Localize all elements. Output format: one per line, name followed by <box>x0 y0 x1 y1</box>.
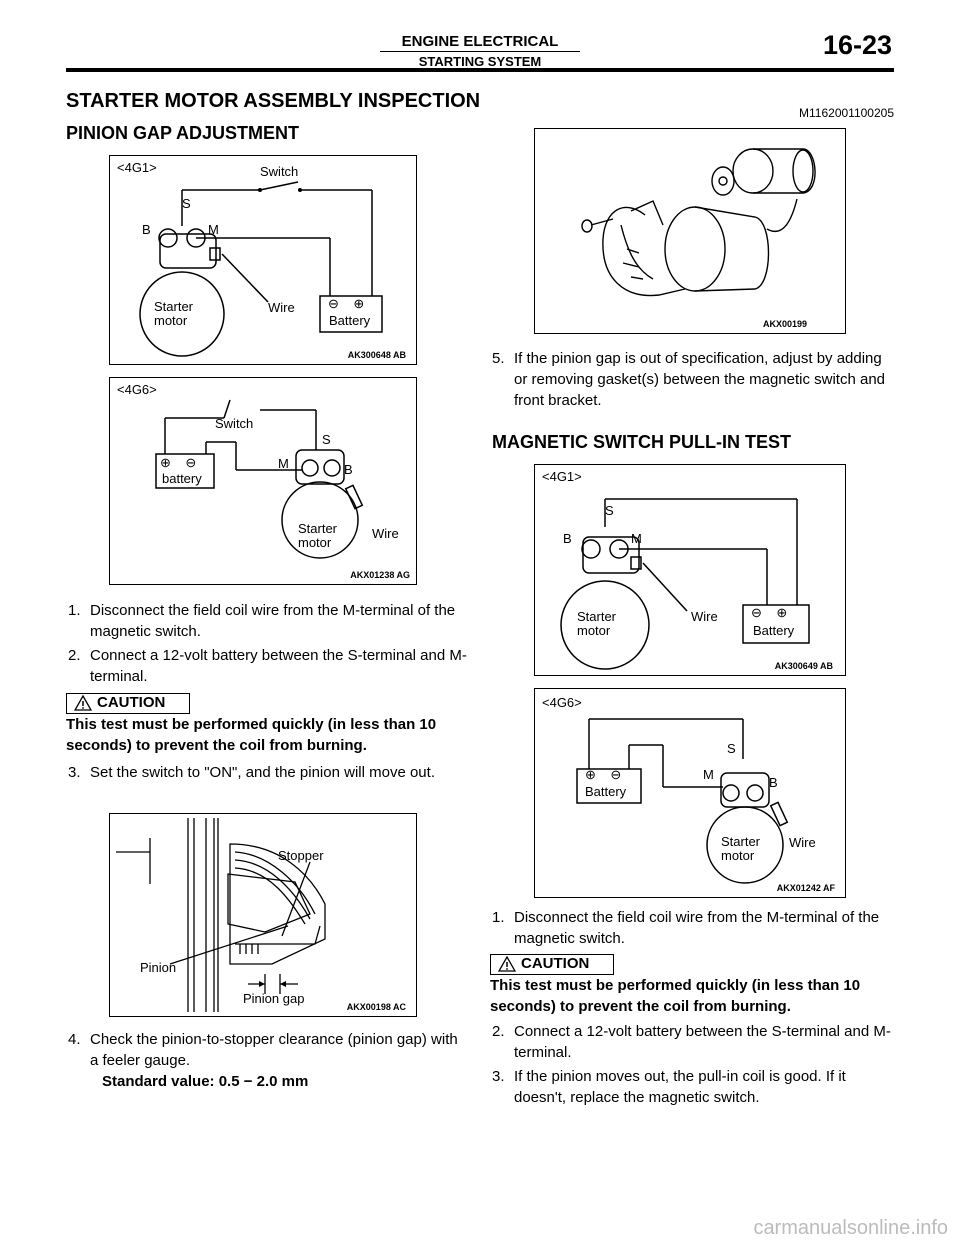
fig2-s-terminal: S <box>322 432 331 447</box>
fig6-s-terminal: S <box>727 741 736 756</box>
fig5-m-terminal: M <box>631 531 642 546</box>
fig5-wire-label: Wire <box>691 609 718 624</box>
right-step-2: 2. Connect a 12-volt battery between the… <box>492 1023 891 1061</box>
fig2-starter-label: Starter <box>298 521 338 536</box>
fig5-b-terminal: B <box>563 531 572 546</box>
left-step-4: 4. Check the pinion-to-stopper clearance… <box>68 1031 458 1069</box>
fig1-motor-label: motor <box>154 313 188 328</box>
right-caution-text: This test must be performed quickly (in … <box>490 977 861 1015</box>
header-divider <box>66 68 894 72</box>
fig1-battery-label: Battery <box>329 313 371 328</box>
figure-4g6-pullin-circuit: <4G6> S M B ⊕ ⊖ Battery Starter motor Wi… <box>534 688 846 898</box>
fig1-switch-label: Switch <box>260 164 299 179</box>
fig6-starter-label: Starter <box>721 834 761 849</box>
right-step-1: 1. Disconnect the field coil wire from t… <box>492 909 880 947</box>
left-step-2: 2. Connect a 12-volt battery between the… <box>68 647 467 685</box>
left-subtitle: PINION GAP ADJUSTMENT <box>66 123 300 143</box>
left-caution-badge: CAUTION <box>66 693 190 714</box>
fig6-battery-label: Battery <box>585 784 627 799</box>
fig2-m-terminal: M <box>278 456 289 471</box>
right-step-3: 3. If the pinion moves out, the pull-in … <box>492 1068 846 1106</box>
header-subtitle: STARTING SYSTEM <box>418 54 542 69</box>
right-step-5: 5. If the pinion gap is out of specifica… <box>492 350 886 409</box>
section-title: STARTER MOTOR ASSEMBLY INSPECTION <box>66 90 481 112</box>
left-step-1: 1. Disconnect the field coil wire from t… <box>68 602 456 640</box>
fig1-id: AK300648 AB <box>347 350 406 360</box>
fig6-variant: <4G6> <box>542 695 582 710</box>
fig5-variant: <4G1> <box>542 469 582 484</box>
fig2-wire-label: Wire <box>372 526 399 541</box>
fig6-wire-label: Wire <box>789 835 816 850</box>
standard-value: Standard value: 0.5 − 2.0 mm <box>102 1073 309 1090</box>
fig6-id: AKX01242 AF <box>776 883 835 893</box>
fig1-s-terminal: S <box>182 196 191 211</box>
fig5-id: AK300649 AB <box>774 661 833 671</box>
figure-4g1-pinion-circuit: <4G1> Switch S B M Starter motor Wire ⊖ … <box>109 155 417 365</box>
fig3-id: AKX00198 AC <box>346 1002 406 1012</box>
fig6-b-terminal: B <box>769 775 778 790</box>
header-divider-short <box>380 51 580 52</box>
fig4-id: AKX00199 <box>762 319 807 329</box>
watermark: carmanualsonline.info <box>753 1217 948 1239</box>
warning-icon <box>498 956 516 972</box>
fig3-pinion-label: Pinion <box>140 960 177 975</box>
fig2-b-terminal: B <box>344 462 353 477</box>
warning-icon <box>74 695 92 711</box>
fig2-motor-label: motor <box>298 535 332 550</box>
figure-4g1-pullin-circuit: <4G1> S B M Starter motor Wire ⊖ ⊕ Batte… <box>534 464 846 676</box>
left-caution-text: This test must be performed quickly (in … <box>66 716 437 754</box>
fig2-battery-label: battery <box>162 471 202 486</box>
fig1-m-terminal: M <box>208 222 219 237</box>
figure-starter-exploded: AKX00199 <box>534 128 846 334</box>
fig2-switch-label: Switch <box>215 416 254 431</box>
fig6-m-terminal: M <box>703 767 714 782</box>
fig2-id: AKX01238 AG <box>350 570 410 580</box>
header-title: ENGINE ELECTRICAL <box>401 33 559 50</box>
fig1-b-terminal: B <box>142 222 151 237</box>
figure-4g6-pinion-circuit: <4G6> Switch S M B ⊕ ⊖ battery Starter m… <box>109 377 417 585</box>
fig1-wire-label: Wire <box>268 300 295 315</box>
fig5-s-terminal: S <box>605 503 614 518</box>
section-code: M1162001100205 <box>799 106 894 120</box>
fig6-motor-label: motor <box>721 848 755 863</box>
fig1-variant: <4G1> <box>117 160 157 175</box>
page-number: 16-23 <box>822 30 892 60</box>
fig5-motor-label: motor <box>577 623 611 638</box>
fig1-starter-label: Starter <box>154 299 194 314</box>
left-step-3: 3. Set the switch to "ON", and the pinio… <box>68 764 435 781</box>
fig2-variant: <4G6> <box>117 382 157 397</box>
figure-pinion-gap: Stopper Pinion Pinion gap AKX00198 AC <box>109 813 417 1017</box>
fig5-battery-label: Battery <box>753 623 795 638</box>
fig5-starter-label: Starter <box>577 609 617 624</box>
fig3-stopper-label: Stopper <box>278 848 324 863</box>
fig3-pinion-gap-label: Pinion gap <box>243 991 305 1006</box>
right-subtitle: MAGNETIC SWITCH PULL-IN TEST <box>492 432 791 452</box>
right-caution-badge: CAUTION <box>490 954 614 975</box>
